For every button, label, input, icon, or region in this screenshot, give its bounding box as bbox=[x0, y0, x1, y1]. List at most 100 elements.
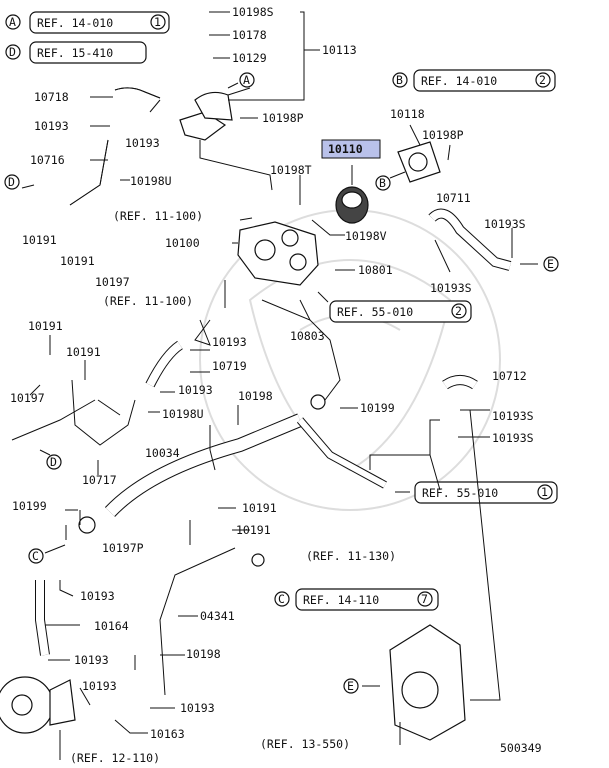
part-number-10193[interactable]: 10193 bbox=[180, 701, 215, 715]
plain-ref-11-100-a: (REF. 11-100) bbox=[113, 209, 203, 223]
part-number-10712[interactable]: 10712 bbox=[492, 369, 527, 383]
connector-e-upper[interactable]: E bbox=[520, 256, 559, 272]
leader-lines bbox=[11, 11, 513, 760]
callout-ref-text: REF. 14-110 bbox=[303, 593, 379, 607]
ref-text: REF. 55-010 bbox=[337, 305, 413, 319]
part-number-10193S[interactable]: 10193S bbox=[492, 431, 534, 445]
connector-c[interactable]: C bbox=[28, 544, 66, 564]
connector-letter: C bbox=[32, 549, 39, 563]
clamp-ring bbox=[310, 394, 326, 410]
part-number-10197[interactable]: 10197 bbox=[10, 391, 45, 405]
part-number-10191[interactable]: 10191 bbox=[28, 319, 63, 333]
part-number-10198T[interactable]: 10198T bbox=[270, 163, 312, 177]
part-number-10199[interactable]: 10199 bbox=[12, 499, 47, 513]
part-number-10198P[interactable]: 10198P bbox=[262, 111, 304, 125]
part-number-10034[interactable]: 10034 bbox=[145, 446, 180, 460]
callout-d-ref-15-410[interactable]: D REF. 15-410 bbox=[5, 41, 147, 64]
connector-letter: A bbox=[243, 73, 250, 87]
arrow-to-ref-55-010-2 bbox=[317, 291, 329, 303]
highlighted-part-box bbox=[321, 139, 381, 159]
callout-sheet-number: 1 bbox=[154, 15, 161, 29]
part-number-10198V[interactable]: 10198V bbox=[345, 229, 387, 243]
connector-d-upper[interactable]: D bbox=[4, 174, 35, 190]
part-number-10113[interactable]: 10113 bbox=[322, 43, 357, 57]
water-outlet-fitting bbox=[179, 87, 251, 141]
part-number-10164[interactable]: 10164 bbox=[94, 619, 129, 633]
part-number-10100[interactable]: 10100 bbox=[165, 236, 200, 250]
part-number-10197P[interactable]: 10197P bbox=[102, 541, 144, 555]
plain-ref-11-100-b: (REF. 11-100) bbox=[103, 294, 193, 308]
plain-ref-12-110: (REF. 12-110) bbox=[70, 751, 160, 765]
part-number-10198[interactable]: 10198 bbox=[238, 389, 273, 403]
part-number-10801[interactable]: 10801 bbox=[358, 263, 393, 277]
part-number-10129[interactable]: 10129 bbox=[232, 51, 267, 65]
part-number-10193[interactable]: 10193 bbox=[34, 119, 69, 133]
callout-a-ref-14-010-1[interactable]: A REF. 14-010 1 bbox=[5, 11, 170, 34]
part-number-10193[interactable]: 10193 bbox=[178, 383, 213, 397]
callout-sheet-number: 7 bbox=[421, 592, 428, 606]
part-number-10198S[interactable]: 10198S bbox=[232, 5, 274, 19]
part-number-10198[interactable]: 10198 bbox=[186, 647, 221, 661]
part-number-10198U[interactable]: 10198U bbox=[162, 407, 204, 421]
part-number-04341[interactable]: 04341 bbox=[200, 609, 235, 623]
part-number-10193[interactable]: 10193 bbox=[125, 136, 160, 150]
callout-c-ref-14-110-7[interactable]: C REF. 14-110 7 bbox=[274, 588, 439, 611]
connector-d-lower[interactable]: D bbox=[39, 449, 62, 470]
connector-letter: D bbox=[8, 175, 15, 189]
part-number-10193S[interactable]: 10193S bbox=[484, 217, 526, 231]
connector-letter: B bbox=[379, 176, 386, 190]
part-number-10803[interactable]: 10803 bbox=[290, 329, 325, 343]
plain-ref-11-130: (REF. 11-130) bbox=[306, 549, 396, 563]
part-number-10711[interactable]: 10711 bbox=[436, 191, 471, 205]
throttle-body bbox=[389, 624, 466, 741]
plain-ref-13-550: (REF. 13-550) bbox=[260, 737, 350, 751]
oil-cooler-body bbox=[0, 676, 76, 734]
part-number-10718[interactable]: 10718 bbox=[34, 90, 69, 104]
part-number-10110[interactable]: 10110 bbox=[328, 142, 363, 156]
connector-letter: D bbox=[50, 455, 57, 469]
clamp-ring bbox=[78, 516, 96, 534]
callout-sheet-number: 2 bbox=[539, 73, 546, 87]
ref-55-010-1-box[interactable]: REF. 55-010 1 bbox=[414, 481, 558, 504]
part-number-10199[interactable]: 10199 bbox=[360, 401, 395, 415]
part-number-10716[interactable]: 10716 bbox=[30, 153, 65, 167]
part-number-10193[interactable]: 10193 bbox=[74, 653, 109, 667]
callout-letter: B bbox=[396, 73, 403, 87]
part-number-10118[interactable]: 10118 bbox=[390, 107, 425, 121]
part-number-10191[interactable]: 10191 bbox=[66, 345, 101, 359]
part-number-10198U[interactable]: 10198U bbox=[130, 174, 172, 188]
part-number-10163[interactable]: 10163 bbox=[150, 727, 185, 741]
part-number-10193S[interactable]: 10193S bbox=[430, 281, 472, 295]
part-number-10197[interactable]: 10197 bbox=[95, 275, 130, 289]
thermostat bbox=[335, 186, 369, 224]
ref-text: REF. 55-010 bbox=[422, 486, 498, 500]
ref-sheet-number: 2 bbox=[455, 304, 462, 318]
connector-e-lower[interactable]: E bbox=[343, 678, 380, 694]
callout-ref-text: REF. 15-410 bbox=[37, 46, 113, 60]
part-number-10191[interactable]: 10191 bbox=[60, 254, 95, 268]
connector-b[interactable]: B bbox=[375, 171, 406, 191]
part-number-10193[interactable]: 10193 bbox=[80, 589, 115, 603]
part-number-10191[interactable]: 10191 bbox=[236, 523, 271, 537]
thermostat-housing bbox=[237, 221, 319, 286]
connector-letter: E bbox=[347, 679, 354, 693]
part-labels: 10198S 10178 10129 10113 10718 10193 10193 1019… bbox=[10, 5, 534, 741]
part-number-10717[interactable]: 10717 bbox=[82, 473, 117, 487]
callout-b-ref-14-010-2[interactable]: B REF. 14-010 2 bbox=[392, 69, 556, 92]
ref-sheet-number: 1 bbox=[541, 485, 548, 499]
part-number-10193[interactable]: 10193 bbox=[82, 679, 117, 693]
part-number-10198P[interactable]: 10198P bbox=[422, 128, 464, 142]
callout-letter: D bbox=[9, 45, 16, 59]
part-number-10178[interactable]: 10178 bbox=[232, 28, 267, 42]
part-number-10191[interactable]: 10191 bbox=[242, 501, 277, 515]
ref-55-010-2-box[interactable]: REF. 55-010 2 bbox=[329, 300, 472, 323]
callout-ref-text: REF. 14-010 bbox=[37, 16, 113, 30]
callout-letter: A bbox=[9, 15, 16, 29]
connector-a[interactable]: A bbox=[227, 72, 255, 89]
part-number-10719[interactable]: 10719 bbox=[212, 359, 247, 373]
connector-letter: E bbox=[547, 257, 554, 271]
part-number-10193[interactable]: 10193 bbox=[212, 335, 247, 349]
part-number-10193S[interactable]: 10193S bbox=[492, 409, 534, 423]
part-number-10191[interactable]: 10191 bbox=[22, 233, 57, 247]
